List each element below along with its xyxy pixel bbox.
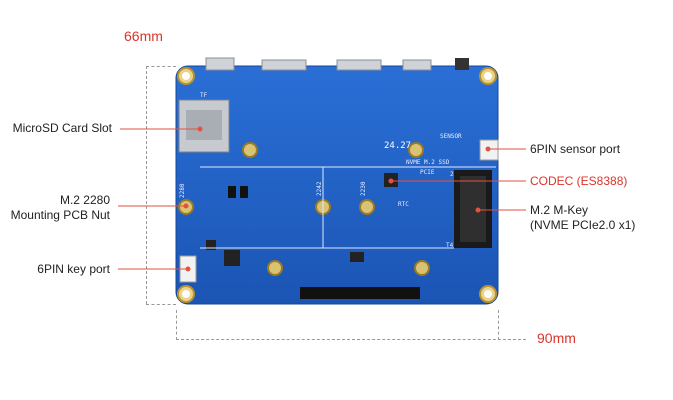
silk-sensor: SENSOR [440, 133, 462, 140]
length-guide-line [176, 339, 526, 340]
standoff-mid2 [408, 142, 424, 158]
audio-connector [455, 58, 469, 70]
hdmi-connector-2 [336, 59, 382, 71]
standoff-low2 [414, 260, 430, 276]
length-left-tick [176, 310, 177, 340]
mkey-callout-line2: (NVME PCIe2.0 x1) [530, 218, 636, 232]
m2-nut-callout-line2: Mounting PCB Nut [10, 208, 110, 222]
silk-num2: 2 [450, 171, 454, 178]
silk-t4: T4 [446, 242, 454, 249]
width-top-tick [146, 66, 176, 67]
hdmi-connector [261, 59, 307, 71]
silk-2230: 2230 [360, 181, 367, 196]
width-guide-line [146, 66, 147, 304]
width-bottom-tick [146, 304, 176, 305]
m2-nut-callout-line1: M.2 2280 [59, 193, 110, 207]
silk-rtc: RTC [398, 201, 409, 208]
silk-2242: 2242 [316, 181, 323, 196]
silk-logo-text: 24.27 [384, 141, 411, 151]
silk-pcie: PCIE [420, 169, 435, 176]
key-port-callout: 6PIN key port [37, 262, 110, 276]
m2-nut-2230 [359, 199, 375, 215]
silk-tf: TF [200, 92, 208, 99]
silk-nvme: NVME M.2 SSD [406, 159, 450, 166]
usb-connector [205, 57, 235, 71]
mkey-callout-line1: M.2 M-Key [530, 203, 589, 217]
pin-header [300, 287, 420, 299]
usbc-connector [402, 59, 432, 71]
length-dimension-label: 90mm [537, 330, 576, 346]
sensor-port-callout: 6PIN sensor port [530, 142, 621, 156]
width-dimension-label: 66mm [124, 28, 163, 44]
microsd-callout: MicroSD Card Slot [12, 121, 112, 135]
codec-callout: CODEC (ES8388) [530, 174, 628, 188]
standoff-mid [242, 142, 258, 158]
standoff-low [267, 260, 283, 276]
length-right-tick [498, 310, 499, 340]
silk-2280: 2280 [179, 183, 186, 198]
